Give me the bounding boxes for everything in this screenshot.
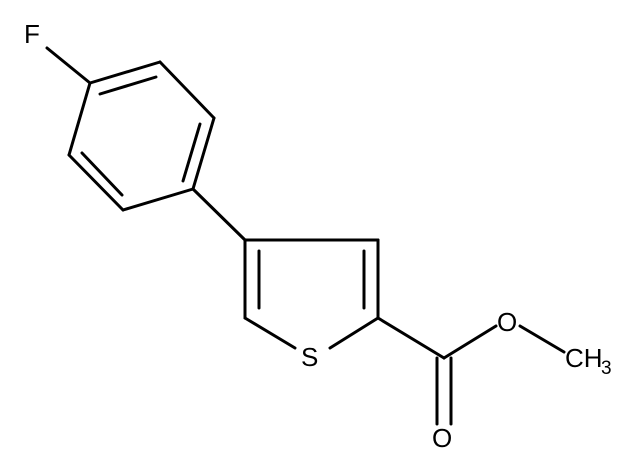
bond-f-c1	[45, 46, 92, 85]
bond-c2-c3	[158, 60, 216, 120]
bond-c4-c5	[121, 187, 195, 212]
bond-c5t-s	[243, 316, 297, 350]
bond-c3-c4-inner	[181, 122, 202, 183]
benzene-ring	[45, 46, 216, 212]
methyl-subscript: 3	[601, 358, 612, 379]
bond-c2t-carbonyl	[376, 316, 446, 360]
bond-c6-c1	[67, 81, 92, 157]
bond-c5-c6	[67, 153, 125, 212]
ester-group	[376, 316, 566, 426]
ester-oxygen-label: O	[497, 307, 517, 337]
sulfur-label: S	[301, 342, 318, 372]
bond-ester-o-methyl	[518, 324, 566, 354]
bond-carbonyl-ester-o	[442, 324, 498, 360]
carbonyl-oxygen-label: O	[432, 423, 452, 453]
bond-c5-c6-inner	[80, 151, 124, 197]
bond-c1-c2	[88, 60, 162, 85]
bond-c3-c4	[191, 116, 216, 191]
bond-aryl-thiophene	[191, 187, 247, 242]
bond-c1-c2-inner	[98, 75, 158, 96]
bond-s-c2t	[328, 316, 380, 350]
methyl-label: CH	[565, 343, 603, 373]
thiophene-ring	[243, 238, 380, 350]
fluorine-label: F	[24, 19, 40, 49]
